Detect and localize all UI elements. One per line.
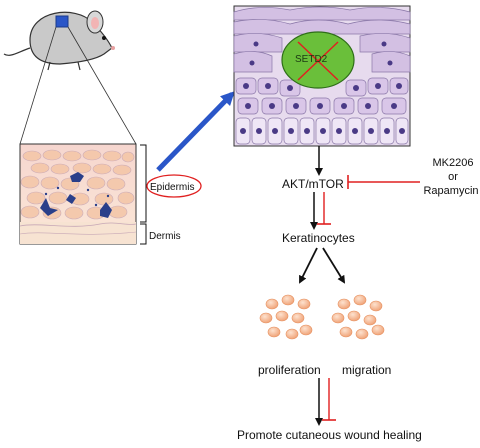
- label-migration: migration: [342, 363, 392, 377]
- dermis-bracket: [140, 223, 147, 245]
- label-epidermis: Epidermis: [150, 182, 195, 193]
- mouse-illustration: [3, 10, 115, 71]
- label-mk2206: MK2206: [432, 157, 474, 169]
- zoom-arrow: [156, 91, 235, 172]
- label-outcome: Promote cutaneous wound healing: [237, 428, 422, 442]
- arrow-to-proliferation: [299, 247, 318, 284]
- label-akt-mtor: AKT/mTOR: [282, 177, 344, 191]
- label-or: or: [448, 171, 458, 183]
- label-proliferation: proliferation: [258, 363, 321, 377]
- label-keratinocytes: Keratinocytes: [282, 231, 355, 245]
- zoom-line-right: [67, 26, 137, 145]
- proliferation-cells: [259, 294, 313, 340]
- migration-cells: [331, 294, 385, 340]
- epidermis-tissue-illustration: [233, 5, 411, 147]
- label-setd2: SETD2: [295, 54, 328, 65]
- epidermis-bracket: [140, 144, 147, 223]
- label-dermis: Dermis: [149, 231, 181, 242]
- zoom-line-left: [19, 26, 57, 145]
- arrow-to-migration: [322, 247, 346, 284]
- skin-section-illustration: [19, 143, 137, 245]
- label-rapamycin: Rapamycin: [423, 185, 479, 197]
- epidermis-highlight-oval: [146, 174, 202, 198]
